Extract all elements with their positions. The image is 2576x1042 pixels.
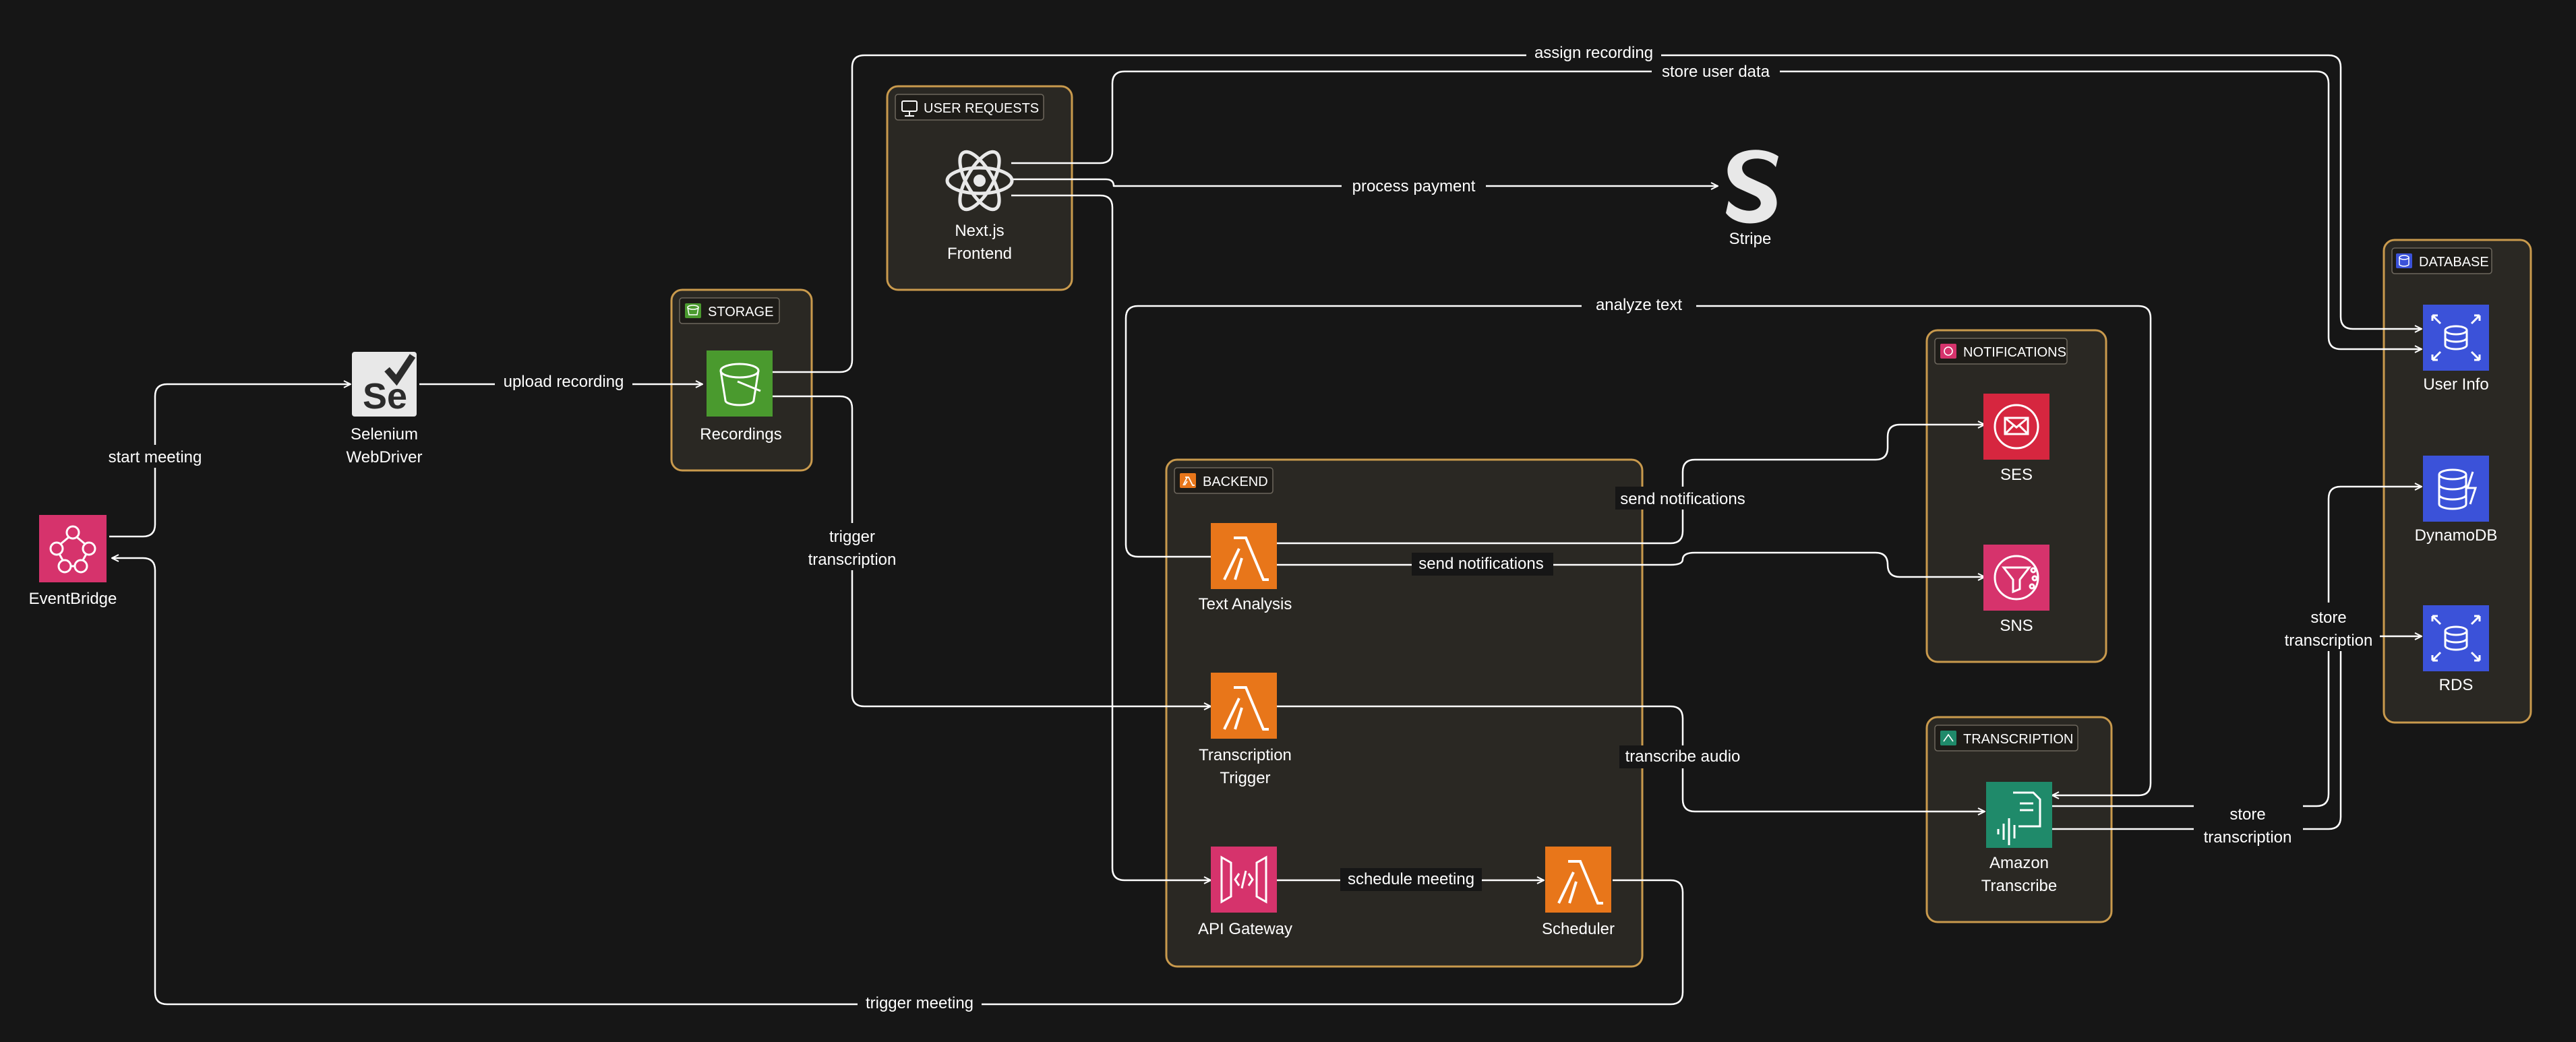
label-transcribe-audio: transcribe audio xyxy=(1625,747,1741,766)
label-analyze-text: analyze text xyxy=(1596,296,1682,314)
group-label-backend: BACKEND xyxy=(1203,474,1268,489)
node-sns[interactable]: SNS xyxy=(1983,545,2049,635)
label-rds: RDS xyxy=(2439,676,2474,694)
label-nextjs-2: Frontend xyxy=(947,245,1012,263)
edge-send-notifications-sns xyxy=(1277,551,1985,577)
label-store-transcription-b-2: transcription xyxy=(2204,828,2292,847)
monitor-icon xyxy=(901,100,918,117)
label-transcription-trigger-2: Trigger xyxy=(1220,769,1270,787)
label-scheduler: Scheduler xyxy=(1542,920,1615,938)
notification-icon xyxy=(1940,344,1956,359)
label-eventbridge: EventBridge xyxy=(29,590,117,608)
label-stripe: Stripe xyxy=(1729,230,1772,248)
label-transcribe-2: Transcribe xyxy=(1981,877,2057,895)
node-dynamodb[interactable]: DynamoDB xyxy=(2415,456,2498,545)
label-dynamodb: DynamoDB xyxy=(2415,526,2498,545)
label-text-analysis: Text Analysis xyxy=(1199,595,1292,613)
label-store-transcription-a-1: store xyxy=(2310,609,2346,627)
database-icon xyxy=(2396,253,2412,268)
node-transcription-trigger[interactable]: Transcription Trigger xyxy=(1199,673,1292,787)
node-scheduler[interactable]: Scheduler xyxy=(1542,847,1615,938)
group-label-database: DATABASE xyxy=(2419,255,2489,270)
ml-icon xyxy=(1940,731,1956,745)
label-upload-recording: upload recording xyxy=(504,373,624,391)
label-trigger-transcription-2: transcription xyxy=(808,551,897,569)
label-trigger-meeting: trigger meeting xyxy=(866,994,974,1012)
group-user-requests: USER REQUESTS xyxy=(886,85,1073,291)
lambda-icon xyxy=(1211,523,1277,589)
label-send-notifications-ses: send notifications xyxy=(1620,490,1745,508)
eventbridge-icon xyxy=(39,515,107,582)
node-nextjs-frontend[interactable]: Next.js Frontend xyxy=(945,146,1014,263)
react-icon xyxy=(945,150,1014,212)
eventbridge-glyph xyxy=(49,525,96,574)
node-rds[interactable]: RDS xyxy=(2423,605,2489,694)
label-nextjs-1: Next.js xyxy=(955,222,1004,240)
node-eventbridge[interactable]: EventBridge xyxy=(29,515,117,608)
node-api-gateway[interactable]: API Gateway xyxy=(1198,847,1292,938)
label-selenium-1: Selenium xyxy=(351,425,418,443)
label-store-transcription-b-1: store xyxy=(2229,805,2265,824)
label-ses: SES xyxy=(2000,466,2033,484)
label-process-payment: process payment xyxy=(1352,177,1476,195)
s3-bucket-icon xyxy=(707,350,773,417)
sns-icon xyxy=(1983,545,2049,611)
label-api-gateway: API Gateway xyxy=(1198,920,1292,938)
label-sns: SNS xyxy=(2000,617,2033,635)
stripe-icon xyxy=(1726,150,1778,224)
node-user-info[interactable]: User Info xyxy=(2423,305,2489,394)
node-recordings[interactable]: Recordings xyxy=(700,350,782,443)
lambda-icon xyxy=(1545,847,1611,913)
node-text-analysis[interactable]: Text Analysis xyxy=(1199,523,1292,613)
node-amazon-transcribe[interactable]: Amazon Transcribe xyxy=(1981,782,2057,895)
label-trigger-transcription-1: trigger xyxy=(829,528,875,546)
label-recordings: Recordings xyxy=(700,425,781,443)
group-notifications: NOTIFICATIONS xyxy=(1925,329,2107,663)
selenium-glyph: Se xyxy=(363,376,407,417)
edge-process-payment xyxy=(1011,178,1718,186)
label-schedule-meeting: schedule meeting xyxy=(1348,870,1474,888)
node-stripe[interactable]: Stripe xyxy=(1726,150,1778,248)
label-transcription-trigger-1: Transcription xyxy=(1199,746,1292,764)
label-store-user-data: store user data xyxy=(1662,63,1770,81)
storage-icon xyxy=(685,303,701,318)
label-selenium-2: WebDriver xyxy=(347,448,423,466)
node-ses[interactable]: SES xyxy=(1983,394,2049,484)
lambda-icon xyxy=(1211,673,1277,739)
group-label-notifications: NOTIFICATIONS xyxy=(1963,345,2066,360)
label-start-meeting: start meeting xyxy=(109,448,202,466)
edge-store-user-data xyxy=(1011,70,2422,349)
group-label-transcription: TRANSCRIPTION xyxy=(1963,732,2073,747)
group-backend: BACKEND xyxy=(1165,458,1644,968)
node-selenium[interactable]: Se Selenium WebDriver xyxy=(347,352,423,466)
label-store-transcription-a-2: transcription xyxy=(2285,632,2373,650)
lambda-icon xyxy=(1180,473,1196,488)
group-label-user-requests: USER REQUESTS xyxy=(924,101,1039,116)
label-assign-recording: assign recording xyxy=(1534,44,1653,62)
selenium-check xyxy=(384,354,416,386)
group-label-storage: STORAGE xyxy=(708,305,773,319)
label-transcribe-1: Amazon xyxy=(1989,854,2049,872)
label-user-info: User Info xyxy=(2423,375,2488,394)
label-send-notifications-sns: send notifications xyxy=(1418,555,1543,573)
edge-send-notifications-ses xyxy=(1277,425,1985,545)
edge-frontend-api-gateway xyxy=(1011,194,1211,880)
